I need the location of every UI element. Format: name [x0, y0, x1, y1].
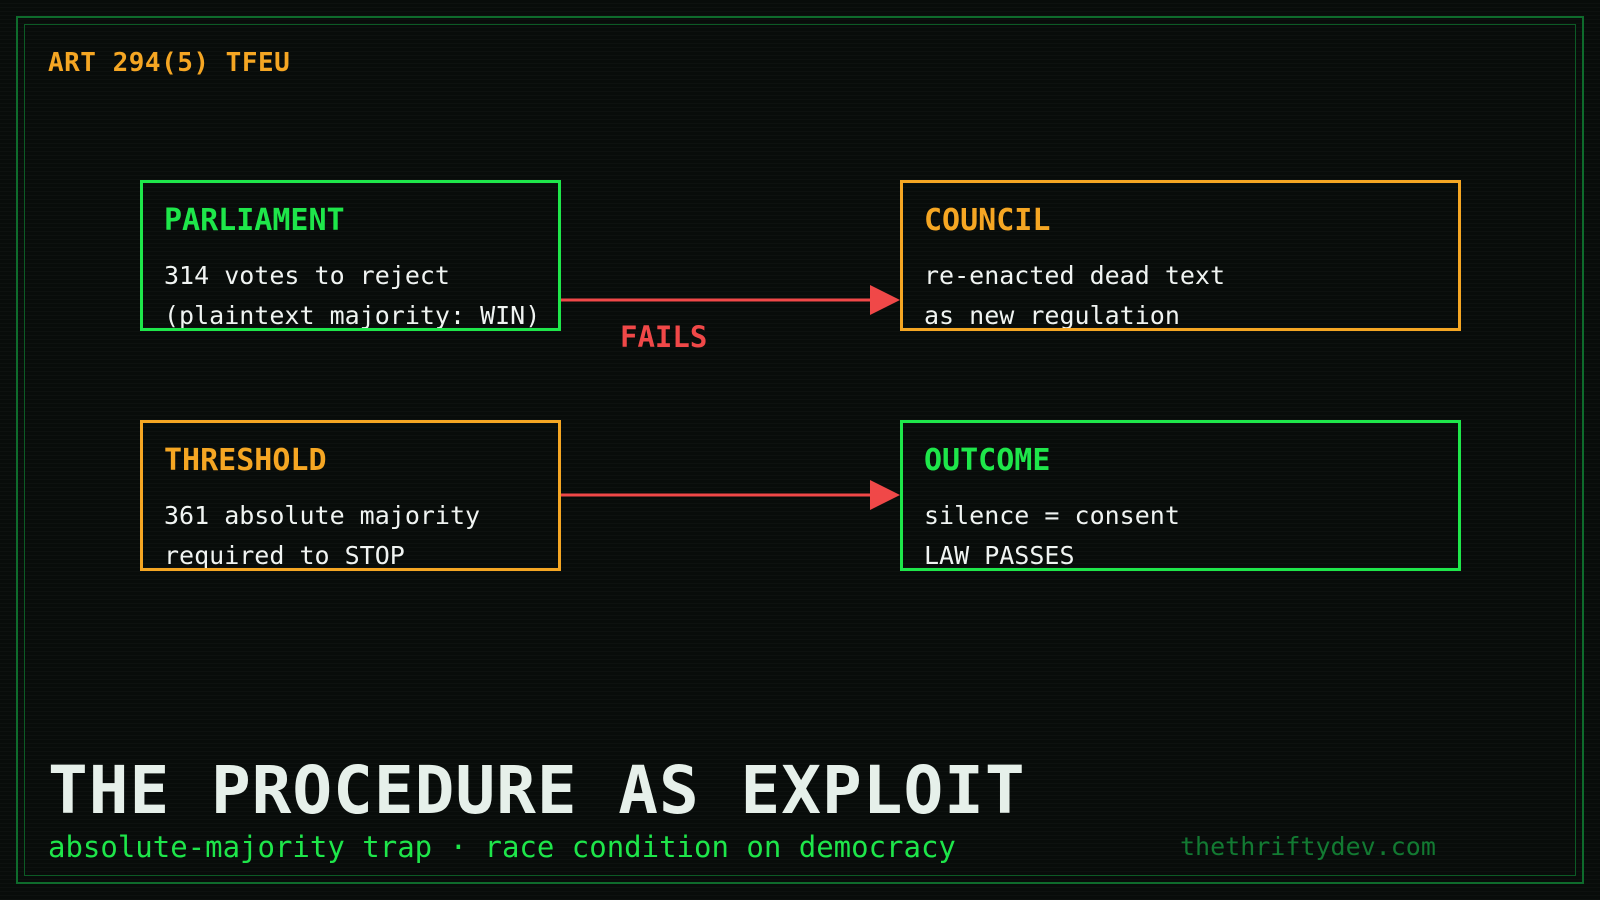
threshold-box: THRESHOLD 361 absolute majority required…	[140, 420, 561, 571]
outcome-line-1: silence = consent	[924, 501, 1180, 530]
outer-frame	[16, 16, 1584, 884]
main-title: THE PROCEDURE AS EXPLOIT	[48, 752, 1026, 829]
threshold-title: THRESHOLD	[164, 443, 327, 478]
article-tag: ART 294(5) TFEU	[48, 48, 291, 78]
threshold-line-1: 361 absolute majority	[164, 501, 481, 530]
inner-frame	[24, 24, 1576, 876]
subtitle: absolute-majority trap · race condition …	[48, 830, 956, 864]
council-line-1: re-enacted dead text	[924, 261, 1226, 290]
parliament-title: PARLIAMENT	[164, 203, 345, 238]
site-link[interactable]: thethriftydev.com	[1180, 832, 1436, 861]
parliament-box: PARLIAMENT 314 votes to reject (plaintex…	[140, 180, 561, 331]
council-line-2: as new regulation	[924, 301, 1180, 330]
outcome-title: OUTCOME	[924, 443, 1051, 478]
threshold-line-2: required to STOP	[164, 541, 405, 570]
outcome-box: OUTCOME silence = consent LAW PASSES	[900, 420, 1461, 571]
fails-label: FAILS	[620, 320, 708, 354]
outcome-line-2: LAW PASSES	[924, 541, 1075, 570]
council-box: COUNCIL re-enacted dead text as new regu…	[900, 180, 1461, 331]
council-title: COUNCIL	[924, 203, 1051, 238]
parliament-line-2: (plaintext majority: WIN)	[164, 301, 541, 330]
parliament-line-1: 314 votes to reject	[164, 261, 450, 290]
